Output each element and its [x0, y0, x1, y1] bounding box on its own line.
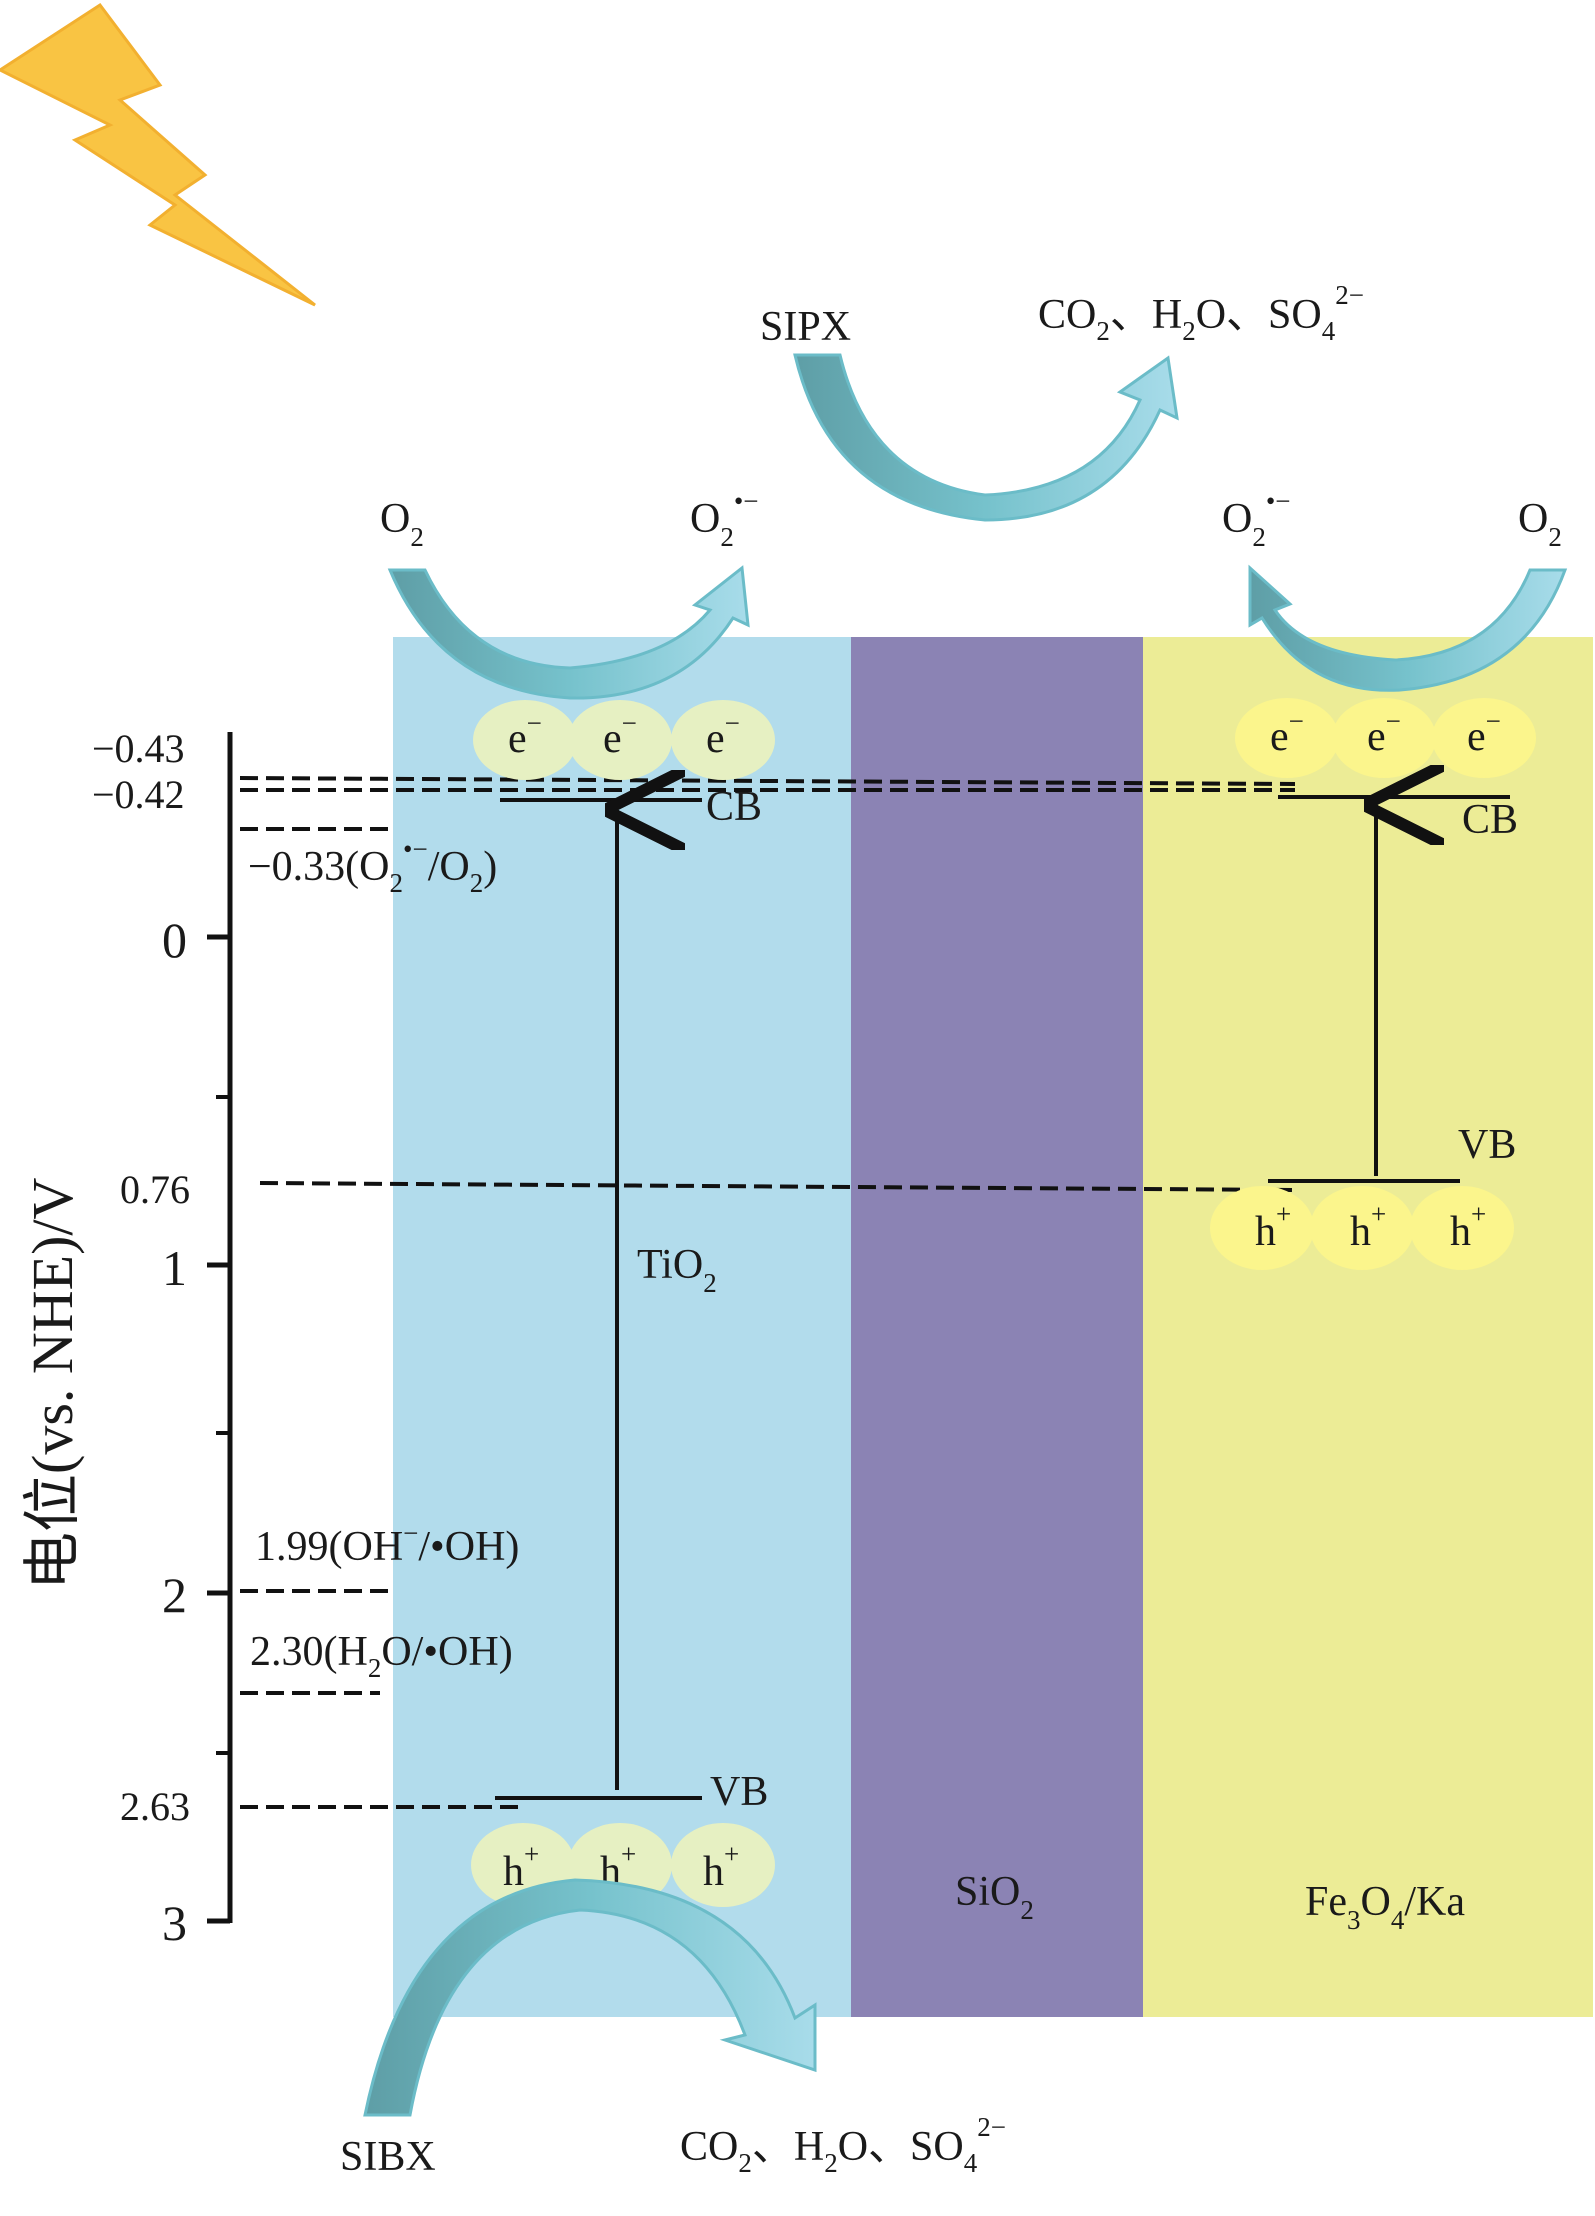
tio2-o2-label: O2	[380, 496, 424, 552]
sibx-degradation-arrow	[363, 1878, 817, 2117]
fe3o4-bands	[1268, 797, 1510, 1183]
svg-text:e−: e−	[1467, 706, 1501, 760]
svg-text:h+: h+	[1255, 1199, 1291, 1255]
svg-text:e−: e−	[603, 708, 637, 762]
tio2-label: TiO2	[637, 1242, 717, 1298]
svg-text:e−: e−	[1367, 706, 1401, 760]
svg-text:h+: h+	[1450, 1199, 1486, 1255]
axis-title: 电位(vs. NHE)/V	[20, 1177, 85, 1590]
fe3o4-holes: h+ h+ h+	[1210, 1186, 1514, 1270]
value-076: 0.76	[120, 1167, 190, 1212]
svg-text:e−: e−	[508, 708, 542, 762]
fe3o4-electrons: e− e− e−	[1235, 698, 1536, 778]
fe3o4-o2-reduction-arrow	[1248, 564, 1568, 692]
svg-text:e−: e−	[706, 708, 740, 762]
tio2-cb-label: CB	[706, 784, 762, 830]
oh-couple-label: 1.99(OH−/•OH)	[255, 1518, 519, 1570]
value-263: 2.63	[120, 1784, 190, 1829]
tick-2: 2	[162, 1567, 187, 1623]
o2-couple-label: −0.33(O2•−/O2)	[248, 834, 497, 898]
fe3o4-region	[1143, 637, 1593, 2017]
svg-text:h+: h+	[703, 1839, 739, 1895]
svg-text:h+: h+	[1350, 1199, 1386, 1255]
dashed-lines	[239, 776, 1296, 1809]
tio2-o2-reduction-arrow	[387, 565, 750, 700]
tio2-region	[393, 637, 851, 2017]
tio2-electrons: e− e− e−	[473, 700, 775, 780]
fe3o4-label: Fe3O4/Ka	[1305, 1879, 1465, 1935]
h2o-couple-label: 2.30(H2O/•OH)	[250, 1629, 513, 1683]
top-products-label: CO2、H2O、SO42−	[1038, 280, 1364, 346]
tick-0: 0	[162, 912, 187, 968]
sio2-label: SiO2	[955, 1869, 1034, 1925]
sipx-label: SIPX	[760, 304, 851, 350]
fe3o4-vb-label: VB	[1458, 1122, 1516, 1168]
sipx-degradation-arrow	[793, 353, 1179, 522]
tio2-vb-label: VB	[710, 1769, 768, 1815]
svg-text:e−: e−	[1270, 706, 1304, 760]
tio2-superoxide-label: O2•−	[690, 486, 759, 552]
fe3o4-superoxide-label: O2•−	[1222, 486, 1291, 552]
bottom-products-label: CO2、H2O、SO42−	[680, 2112, 1006, 2178]
tick-3: 3	[162, 1895, 187, 1951]
sio2-region	[851, 637, 1143, 2017]
tick-1: 1	[162, 1240, 187, 1296]
value-minus-043: −0.43	[92, 726, 185, 771]
tio2-bands	[495, 800, 702, 1800]
fe3o4-o2-label: O2	[1518, 496, 1562, 552]
value-minus-042: −0.42	[92, 772, 185, 817]
lightning-icon	[0, 2, 316, 307]
fe3o4-cb-label: CB	[1462, 797, 1518, 843]
svg-text:h+: h+	[503, 1839, 539, 1895]
sibx-label: SIBX	[340, 2134, 436, 2180]
potential-axis	[207, 732, 233, 1924]
